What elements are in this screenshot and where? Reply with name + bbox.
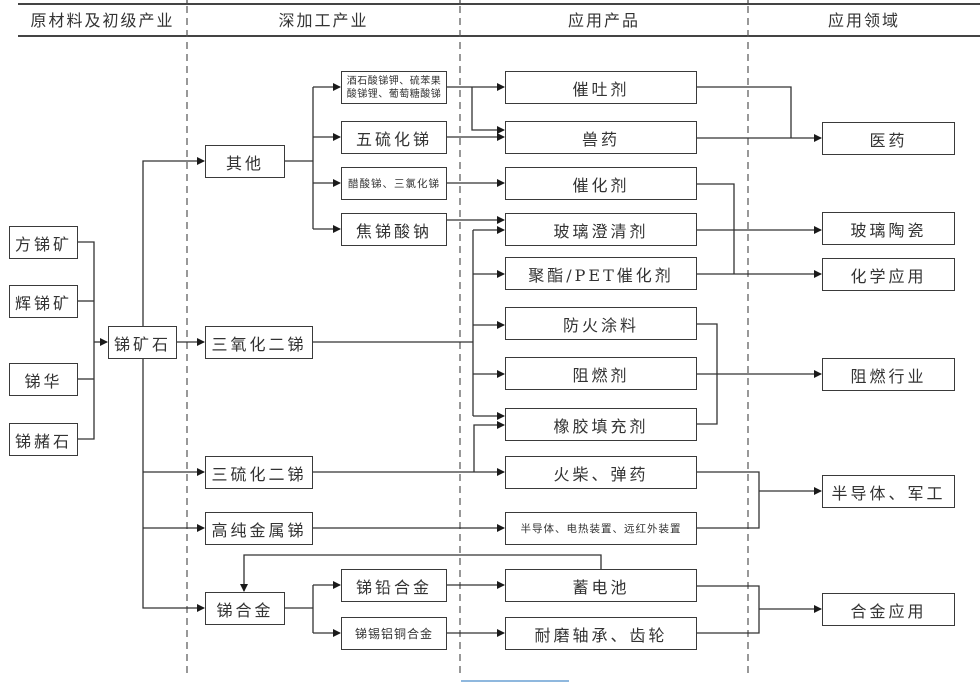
node-yiyao: 医药 (822, 122, 955, 155)
node-cusuanti: 醋酸锑、三氯化锑 (341, 167, 447, 200)
wire-tikuangshi-bus-down (142, 359, 205, 612)
column-header-raw: 原材料及初级产业 (30, 11, 175, 30)
column-header-fields: 应用领域 (827, 11, 900, 30)
node-tikuangshi: 锑矿石 (108, 326, 177, 359)
node-jiaotisuanna: 焦锑酸钠 (341, 213, 447, 246)
node-naimo: 耐磨轴承、齿轮 (505, 617, 697, 650)
column-header-deep: 深加工产业 (278, 11, 369, 30)
wire-cuihuaji-huaxue (697, 183, 735, 274)
node-shouyao: 兽药 (505, 121, 697, 154)
node-sanliuhuaerti: 三硫化二锑 (205, 456, 313, 489)
wire-tikuangshi-bus (142, 157, 205, 326)
node-jiushisuan: 酒石酸锑钾、硫苯果酸锑锂、葡萄糖酸锑 (341, 71, 447, 104)
node-huitikuang: 辉锑矿 (9, 285, 78, 318)
node-zuranji: 阻燃剂 (505, 357, 697, 390)
node-tixilvtonghejin: 锑锡铝铜合金 (341, 617, 447, 650)
node-tihejin: 锑合金 (205, 592, 285, 625)
node-bandaoti-jungong: 半导体、军工 (822, 475, 955, 508)
column-header-products: 应用产品 (567, 11, 640, 30)
node-tihua: 锑华 (9, 363, 78, 396)
node-bolitaoci: 玻璃陶瓷 (822, 212, 955, 245)
node-tiqianhejin: 锑铅合金 (341, 569, 447, 602)
wire-cuituji-yiyao (697, 86, 792, 138)
node-tizheshi: 锑赭石 (9, 423, 78, 456)
wire-xudianchi-hejin (697, 585, 760, 634)
node-xudianchi: 蓄电池 (505, 569, 697, 602)
node-fangtikuang: 方锑矿 (9, 226, 78, 259)
node-hejinyingyong: 合金应用 (822, 593, 955, 626)
node-sanyanghuaerti: 三氧化二锑 (205, 326, 313, 359)
node-cuituji: 催吐剂 (505, 71, 697, 104)
node-huochai: 火柴、弹药 (505, 456, 697, 489)
wire-sanliu-xiangjiao (473, 421, 505, 472)
node-huaxue: 化学应用 (822, 258, 955, 291)
node-wuliuhuati: 五硫化锑 (341, 121, 447, 154)
node-cuihuaji: 催化剂 (505, 167, 697, 200)
node-boliqingji: 玻璃澄清剂 (505, 213, 697, 246)
node-xiangjiao: 橡胶填充剂 (505, 408, 697, 441)
wire-xudianchi-feedback (240, 554, 602, 592)
node-juzhi: 聚酯/PET催化剂 (505, 257, 697, 290)
wire-huochai-bandaoti (697, 471, 760, 529)
node-gaochunjinshuti: 高纯金属锑 (205, 512, 313, 545)
node-bandaoti-zhuangzhi: 半导体、电热装置、远红外装置 (505, 512, 697, 545)
scroll-indicator (461, 680, 569, 682)
wire-raw-bus (78, 241, 95, 440)
node-fanghuotuliao: 防火涂料 (505, 307, 697, 340)
wire-jiushisuan-shouyao (471, 87, 505, 134)
node-qita: 其他 (205, 145, 285, 178)
node-zuranhangye: 阻燃行业 (822, 358, 955, 391)
